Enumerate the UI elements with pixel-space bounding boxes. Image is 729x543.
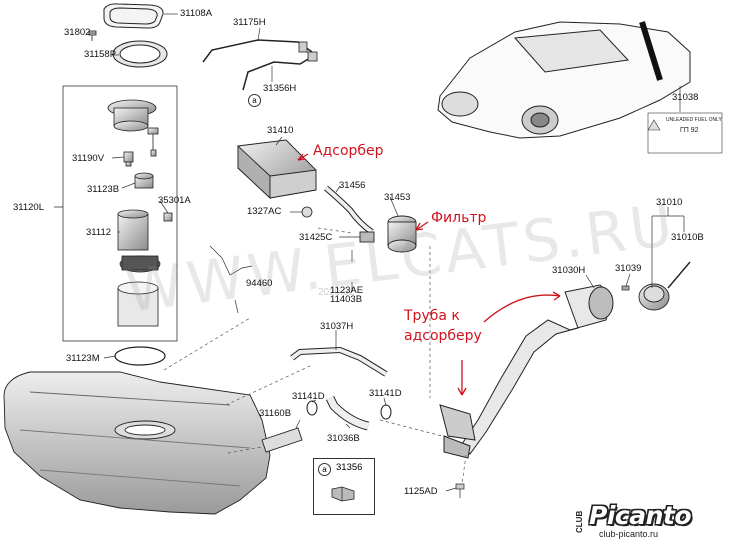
leader-lines [89,13,685,492]
part-label-31038: 31038 [672,92,699,103]
part-label-31108a: 31108A [180,8,213,19]
part-label-31120l: 31120L [13,202,44,213]
part-label-1123ae: 1123AE [330,285,364,296]
part-label-31010b: 31010B [671,232,704,243]
sticker-text-line2: ГП 92 [680,127,699,134]
part-label-31802: 31802 [64,27,91,38]
pipe-31160b [261,427,303,453]
part-label-31010: 31010 [656,197,683,208]
part-label-31158p: 31158P [84,49,117,60]
part-label-31141d-right: 31141D [369,388,402,399]
part-label-31425c: 31425C [299,232,333,243]
filler-cap-31010 [638,261,691,311]
part-label-11403b: 11403B [330,294,363,305]
part-label-31160b: 31160B [259,408,292,419]
part-label-31410: 31410 [267,125,294,136]
watermark-date: 2020.02 [318,287,355,298]
part-label-31036b: 31036B [327,433,360,444]
screw-31039 [621,285,630,291]
part-label-31123m: 31123M [66,353,100,364]
grommet-1327ac [301,206,313,218]
part-label-31453: 31453 [384,192,411,203]
part-label-31456: 31456 [339,180,366,191]
fuel-tank-drawing [3,371,271,515]
club-picanto-logo: CLUB Picanto club-picanto.ru [575,501,721,539]
bolt-1125ad [455,483,465,498]
warning-sticker [647,112,723,154]
annotation-pipe-line1: Труба к [404,308,460,324]
part-label-31356h: 31356H [263,83,297,94]
sticker-text-line1: UNLEADED FUEL ONLY [666,117,722,123]
note-box-part: 31356 [336,462,363,473]
pump-module-frame [54,85,178,342]
annotation-filter: Фильтр [431,210,487,226]
car-illustration [437,21,691,139]
part-label-1125ad: 1125AD [404,486,438,497]
vapor-hose-31175h [202,39,318,91]
dashed-guides [163,227,467,485]
part-label-94460: 94460 [246,278,273,289]
part-label-1327ac: 1327AC [247,206,282,217]
part-label-31039: 31039 [615,263,642,274]
part-label-35301a: 35301A [158,195,191,206]
part-label-31123b: 31123B [87,184,120,195]
lock-ring-drawing [103,3,168,68]
clip-31356-icon [331,486,355,502]
note-box-marker: a [318,463,331,476]
part-label-31030h: 31030H [552,265,586,276]
annotation-arrows [297,153,561,396]
callout-a-marker: a [248,94,261,107]
annotation-adsorber: Адсорбер [313,143,384,159]
filler-neck-31030h [439,284,614,459]
canister-31410 [237,139,317,200]
part-label-31141d-left: 31141D [292,391,325,402]
annotation-pipe-line2: адсорберу [404,328,482,344]
pump-internals [107,99,173,327]
part-label-31190v: 31190V [72,153,105,164]
part-label-31112: 31112 [86,227,112,238]
part-label-31037h: 31037H [320,321,354,332]
gasket-31123m [114,346,166,366]
logo-brand: Picanto [589,501,692,530]
logo-club-text: CLUB [575,510,584,533]
part-label-31175h: 31175H [233,17,266,28]
note-box-31356: a 31356 [313,458,375,515]
filter-31453 [359,215,417,253]
logo-url: club-picanto.ru [599,529,659,539]
